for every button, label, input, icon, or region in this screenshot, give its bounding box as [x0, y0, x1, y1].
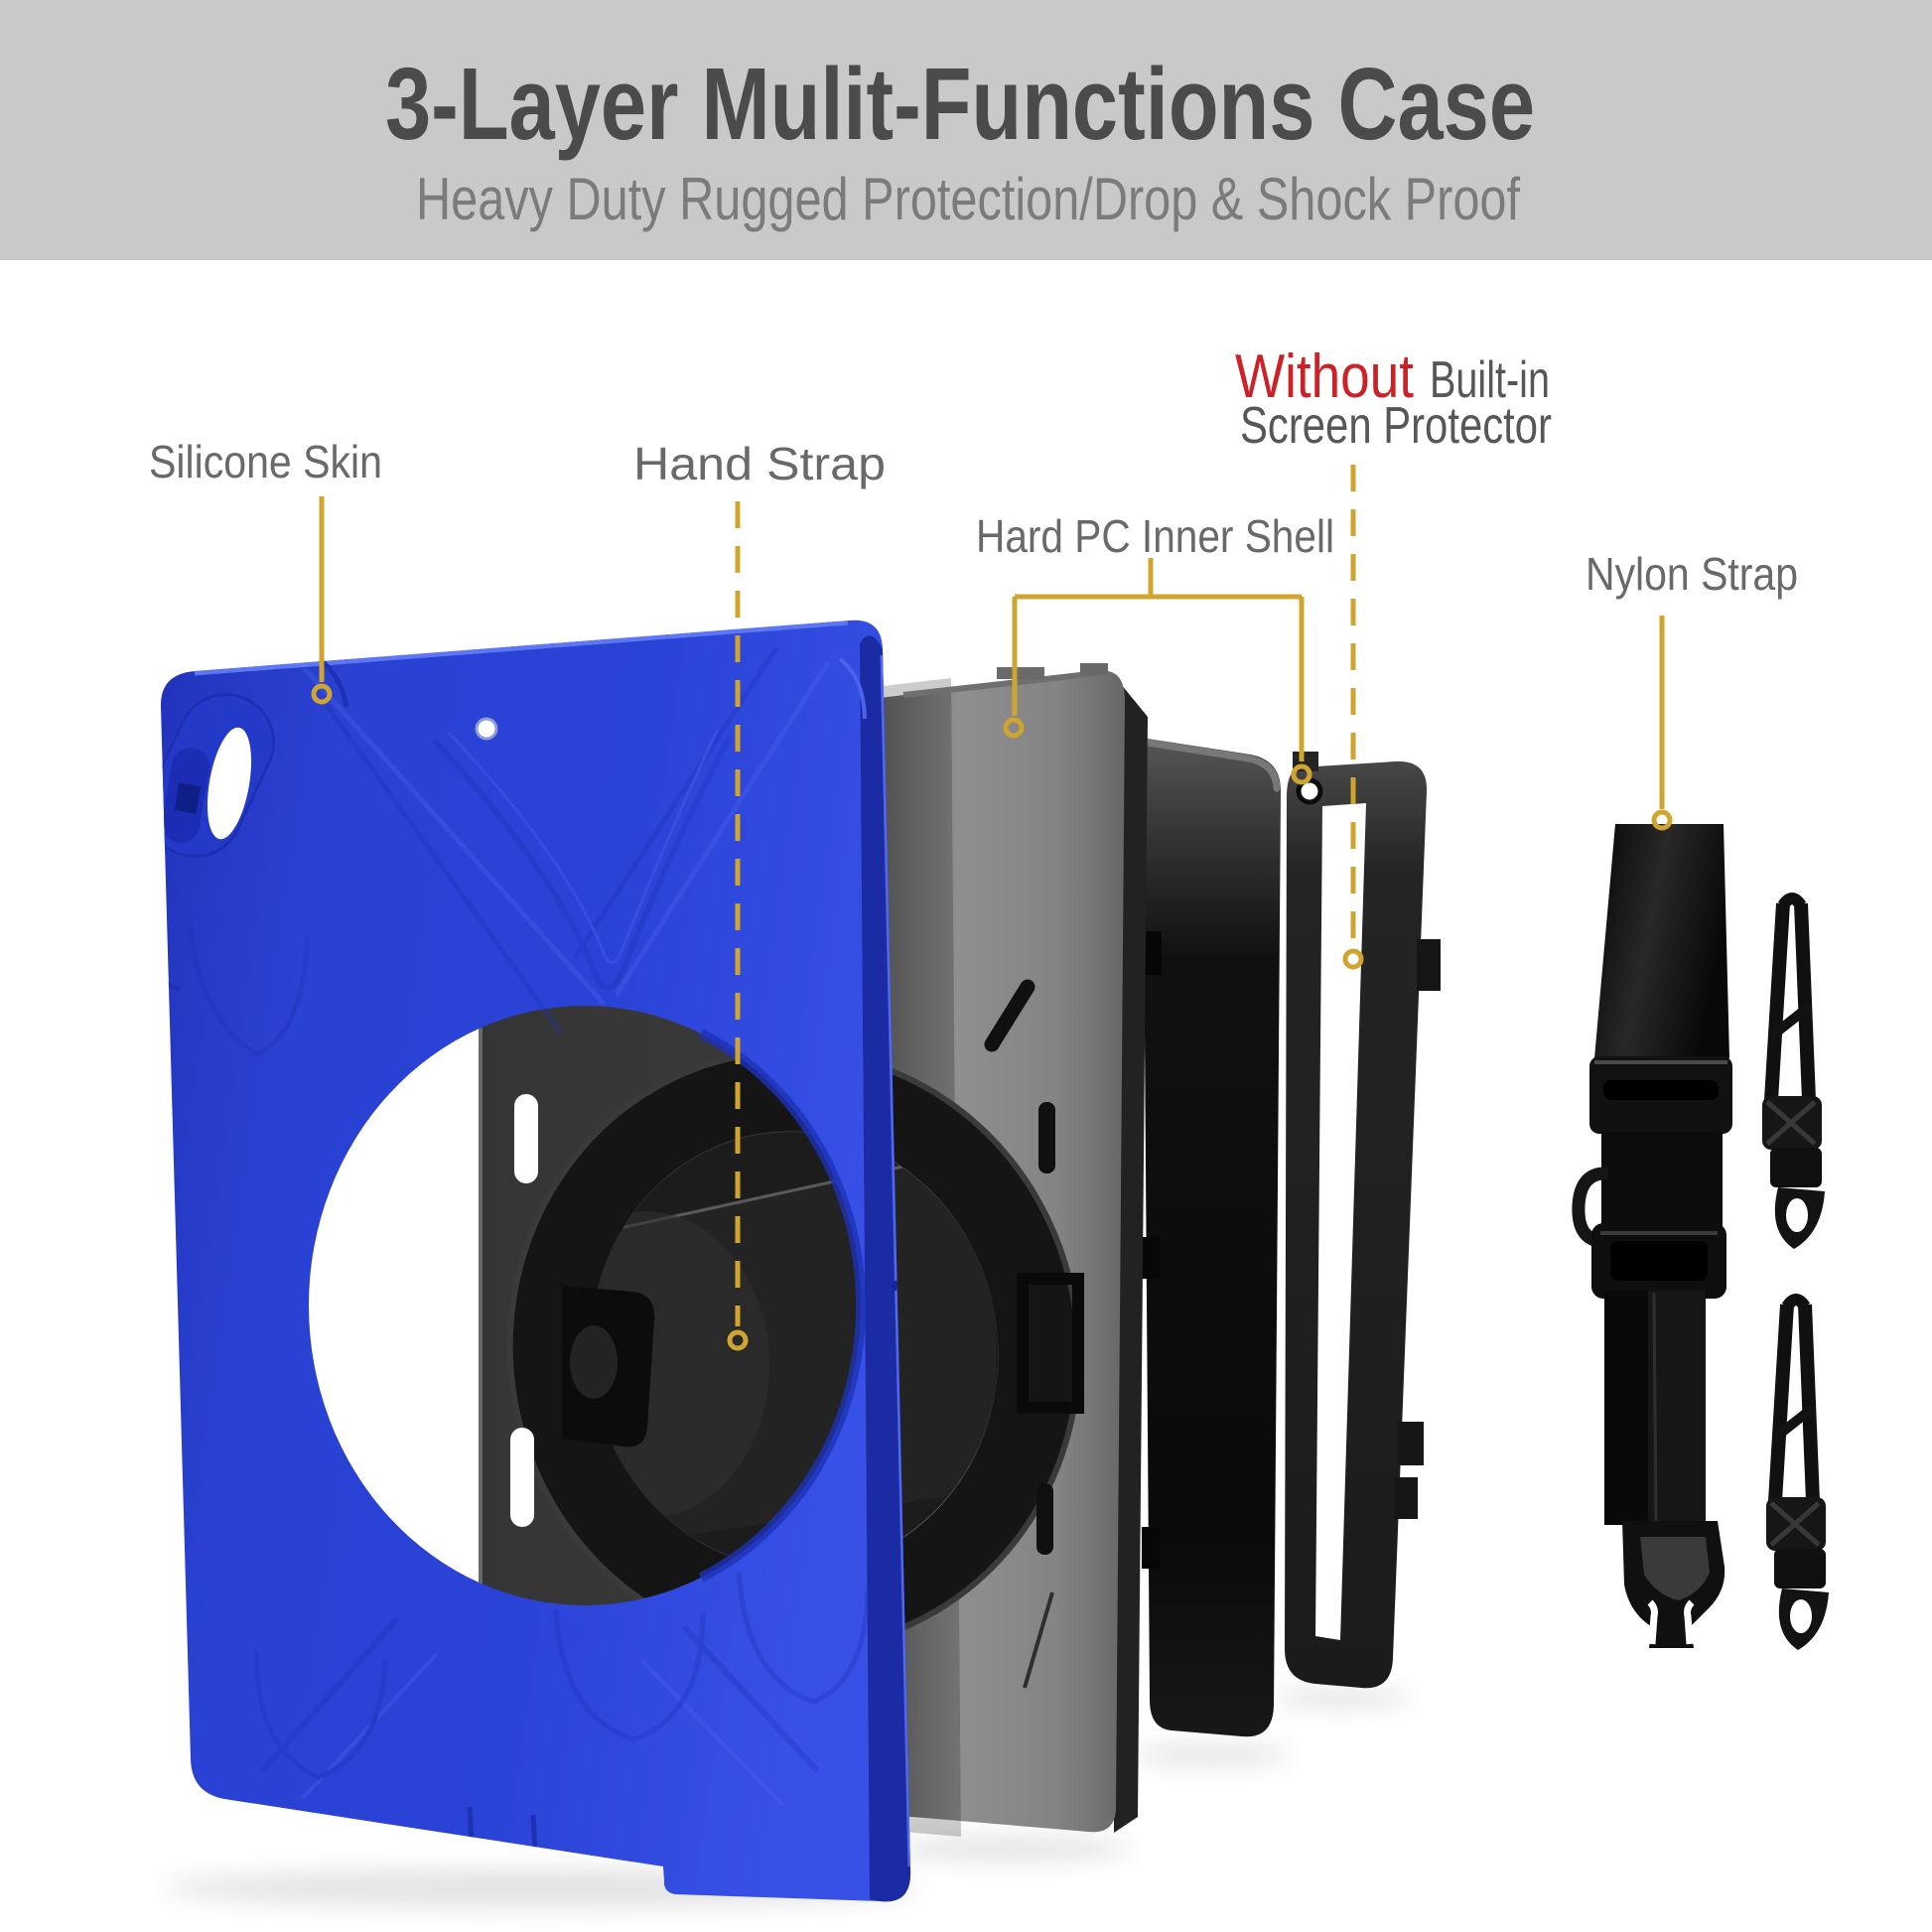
svg-text:Heavy Duty Rugged Protection/D: Heavy Duty Rugged Protection/Drop & Shoc… — [416, 166, 1520, 232]
svg-text:Screen Protector: Screen Protector — [1240, 397, 1552, 455]
svg-text:Built-in: Built-in — [1430, 351, 1550, 409]
svg-text:Hard PC Inner Shell: Hard PC Inner Shell — [976, 510, 1334, 562]
svg-text:Nylon Strap: Nylon Strap — [1586, 548, 1798, 600]
svg-text:Without: Without — [1235, 343, 1414, 411]
svg-text:Silicone Skin: Silicone Skin — [149, 436, 382, 487]
svg-text:3-Layer Mulit-Functions Case: 3-Layer Mulit-Functions Case — [385, 47, 1535, 161]
svg-text:Hand Strap: Hand Strap — [633, 438, 886, 489]
